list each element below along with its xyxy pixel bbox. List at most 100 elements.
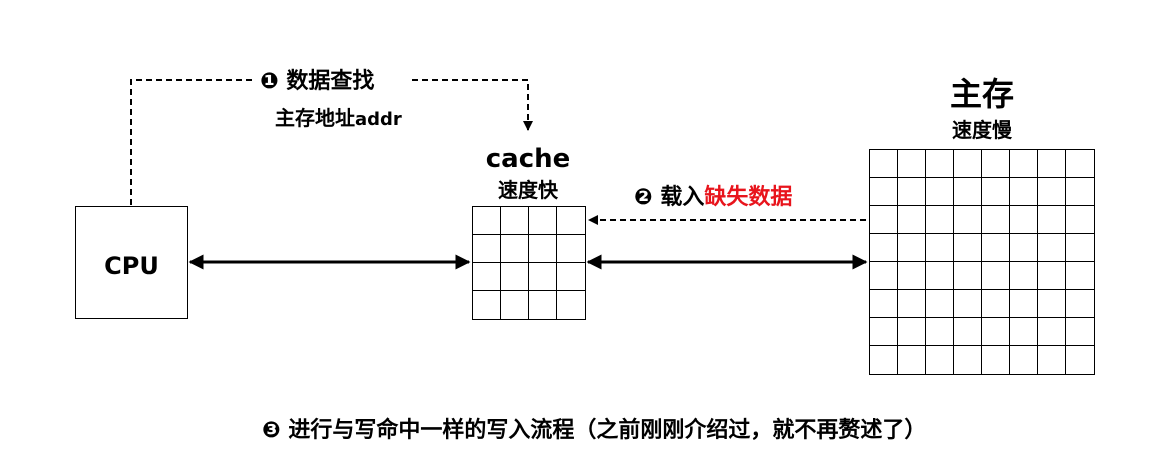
step2-text: 载入 [660,185,705,210]
memory-cell [1010,206,1038,234]
memory-cell [1038,318,1066,346]
memory-cell [870,346,898,374]
memory-cell [1038,290,1066,318]
step3-label: ❸ 进行与写命中一样的写入流程（之前刚刚介绍过，就不再赘述了） [262,420,926,442]
step2-label: ❷ 载入缺失数据 [634,187,792,209]
memory-cell [1038,178,1066,206]
cache-cell [557,235,585,263]
memory-cell [870,290,898,318]
step3-text: 进行与写命中一样的写入流程（之前刚刚介绍过，就不再赘述了） [288,418,927,443]
memory-cell [898,206,926,234]
memory-cell [954,150,982,178]
step2-marker: ❷ [634,185,653,210]
memory-cell [954,290,982,318]
step1-marker: ❶ [260,69,279,94]
step1-address-text: 主存地址 [275,106,355,130]
memory-cell [926,150,954,178]
lookup-dashed-arrow [130,79,528,205]
memory-cell [926,234,954,262]
cache-cell [473,207,501,235]
memory-cell [926,206,954,234]
memory-cell [870,206,898,234]
memory-cell [926,346,954,374]
memory-cell [898,318,926,346]
cache-cell [557,263,585,291]
memory-cell [1066,290,1094,318]
memory-cell [1066,346,1094,374]
memory-cell [1010,262,1038,290]
memory-title: 主存 [949,75,1014,113]
memory-cell [898,262,926,290]
memory-cell [954,318,982,346]
memory-cell [954,346,982,374]
memory-cell [870,318,898,346]
memory-cell [898,290,926,318]
memory-cell [870,262,898,290]
cache-cell [529,291,557,319]
memory-cell [898,178,926,206]
cache-cell [473,263,501,291]
step2-highlight: 缺失数据 [704,185,793,210]
memory-cell [1066,178,1094,206]
cache-cell [557,291,585,319]
memory-cell [1010,178,1038,206]
memory-cell [982,290,1010,318]
memory-cell [1066,234,1094,262]
cache-cell [501,235,529,263]
memory-cell [982,150,1010,178]
memory-cell [1038,262,1066,290]
memory-cell [1038,346,1066,374]
cache-cell [529,235,557,263]
cpu-label: CPU [104,252,159,280]
step1-title-text: 数据查找 [286,69,375,94]
cache-title: cache [485,144,571,174]
cpu-box: CPU [75,206,188,319]
memory-cell [954,262,982,290]
cache-cell [501,207,529,235]
memory-cell [1010,346,1038,374]
cache-cell [501,263,529,291]
memory-cell [982,178,1010,206]
memory-cell [982,262,1010,290]
memory-cell [1038,150,1066,178]
memory-cell [982,234,1010,262]
memory-cell [926,178,954,206]
memory-cell [1066,262,1094,290]
memory-cell [1066,150,1094,178]
step1-address: 主存地址addr [275,108,402,129]
memory-cell [898,234,926,262]
memory-cell [926,262,954,290]
cache-cell [529,207,557,235]
cache-cell [501,291,529,319]
memory-cell [1066,318,1094,346]
memory-cell [982,346,1010,374]
memory-cell [898,346,926,374]
cache-cell [473,235,501,263]
step3-marker: ❸ [262,418,281,443]
memory-cell [1010,290,1038,318]
memory-cell [926,318,954,346]
memory-cell [1010,318,1038,346]
cache-grid [472,206,586,320]
memory-cell [1010,234,1038,262]
memory-cell [1038,234,1066,262]
memory-cell [954,178,982,206]
step1-title: ❶ 数据查找 [260,71,374,93]
memory-cell [926,290,954,318]
memory-cell [982,318,1010,346]
cache-cell [557,207,585,235]
memory-cell [954,206,982,234]
memory-cell [1038,206,1066,234]
memory-speed-label: 速度慢 [952,118,1012,142]
memory-cell [982,206,1010,234]
memory-cell [870,150,898,178]
memory-cell [1010,150,1038,178]
memory-grid [869,149,1095,375]
cache-cell [529,263,557,291]
cache-speed-label: 速度快 [498,178,558,202]
step1-address-code: addr [355,109,402,130]
memory-cell [870,234,898,262]
cache-cell [473,291,501,319]
